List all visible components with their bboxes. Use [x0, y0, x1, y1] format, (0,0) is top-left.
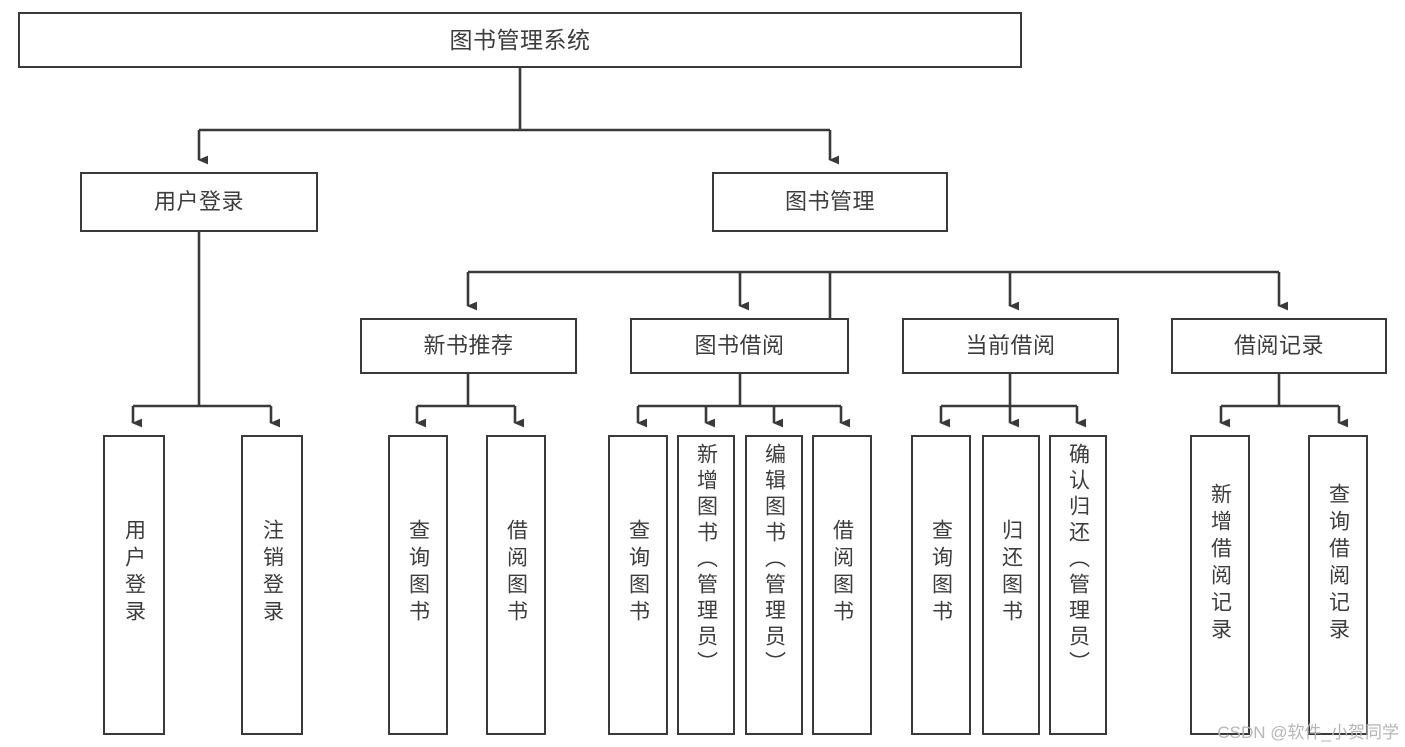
node-leaf-query-books-current[interactable]: 查询图书 [911, 435, 971, 735]
node-label: 查询图书 [406, 519, 430, 627]
node-label: 图书借阅 [694, 333, 785, 359]
node-new-book-recommendation[interactable]: 新书推荐 [360, 318, 577, 374]
node-leaf-return-books[interactable]: 归还图书 [982, 435, 1040, 735]
node-label: 新书推荐 [423, 333, 514, 359]
node-label: 图书管理系统 [449, 26, 591, 53]
node-leaf-borrow-books-borrow[interactable]: 借阅图书 [812, 435, 872, 735]
watermark-text: CSDN @软件_小贺同学 [1217, 723, 1399, 742]
node-label: 查询图书 [929, 519, 953, 627]
node-label: 查询借阅记录 [1326, 483, 1350, 645]
node-leaf-edit-book-admin[interactable]: 编辑图书（管理员） [745, 435, 803, 735]
node-label: 编辑图书（管理员） [762, 443, 786, 677]
node-label: 借阅图书 [830, 519, 854, 627]
node-book-borrowing[interactable]: 图书借阅 [630, 318, 849, 374]
node-borrow-records[interactable]: 借阅记录 [1171, 318, 1387, 374]
node-label: 新增图书（管理员） [694, 443, 718, 677]
node-label: 当前借阅 [965, 333, 1056, 359]
node-leaf-add-book-admin[interactable]: 新增图书（管理员） [677, 435, 735, 735]
node-leaf-borrow-books-new[interactable]: 借阅图书 [486, 435, 546, 735]
node-label: 图书管理 [784, 189, 875, 215]
node-current-borrowing[interactable]: 当前借阅 [902, 318, 1119, 374]
node-root-system[interactable]: 图书管理系统 [18, 12, 1022, 68]
node-leaf-user-login[interactable]: 用户登录 [103, 435, 165, 735]
node-leaf-add-borrow-record[interactable]: 新增借阅记录 [1190, 435, 1250, 735]
node-label: 新增借阅记录 [1208, 483, 1232, 645]
node-leaf-logout[interactable]: 注销登录 [241, 435, 303, 735]
node-leaf-query-borrow-record[interactable]: 查询借阅记录 [1308, 435, 1368, 735]
node-user-login[interactable]: 用户登录 [80, 172, 318, 232]
node-leaf-query-books-new[interactable]: 查询图书 [388, 435, 448, 735]
node-book-management[interactable]: 图书管理 [712, 172, 948, 232]
node-label: 归还图书 [999, 519, 1023, 627]
node-label: 确认归还（管理员） [1066, 443, 1090, 677]
node-label: 用户登录 [153, 189, 244, 215]
node-label: 用户登录 [122, 519, 146, 627]
node-leaf-confirm-return-admin[interactable]: 确认归还（管理员） [1049, 435, 1107, 735]
node-label: 借阅记录 [1233, 333, 1324, 359]
node-label: 注销登录 [260, 519, 284, 627]
node-label: 借阅图书 [504, 519, 528, 627]
node-label: 查询图书 [626, 519, 650, 627]
node-leaf-query-books-borrow[interactable]: 查询图书 [608, 435, 668, 735]
